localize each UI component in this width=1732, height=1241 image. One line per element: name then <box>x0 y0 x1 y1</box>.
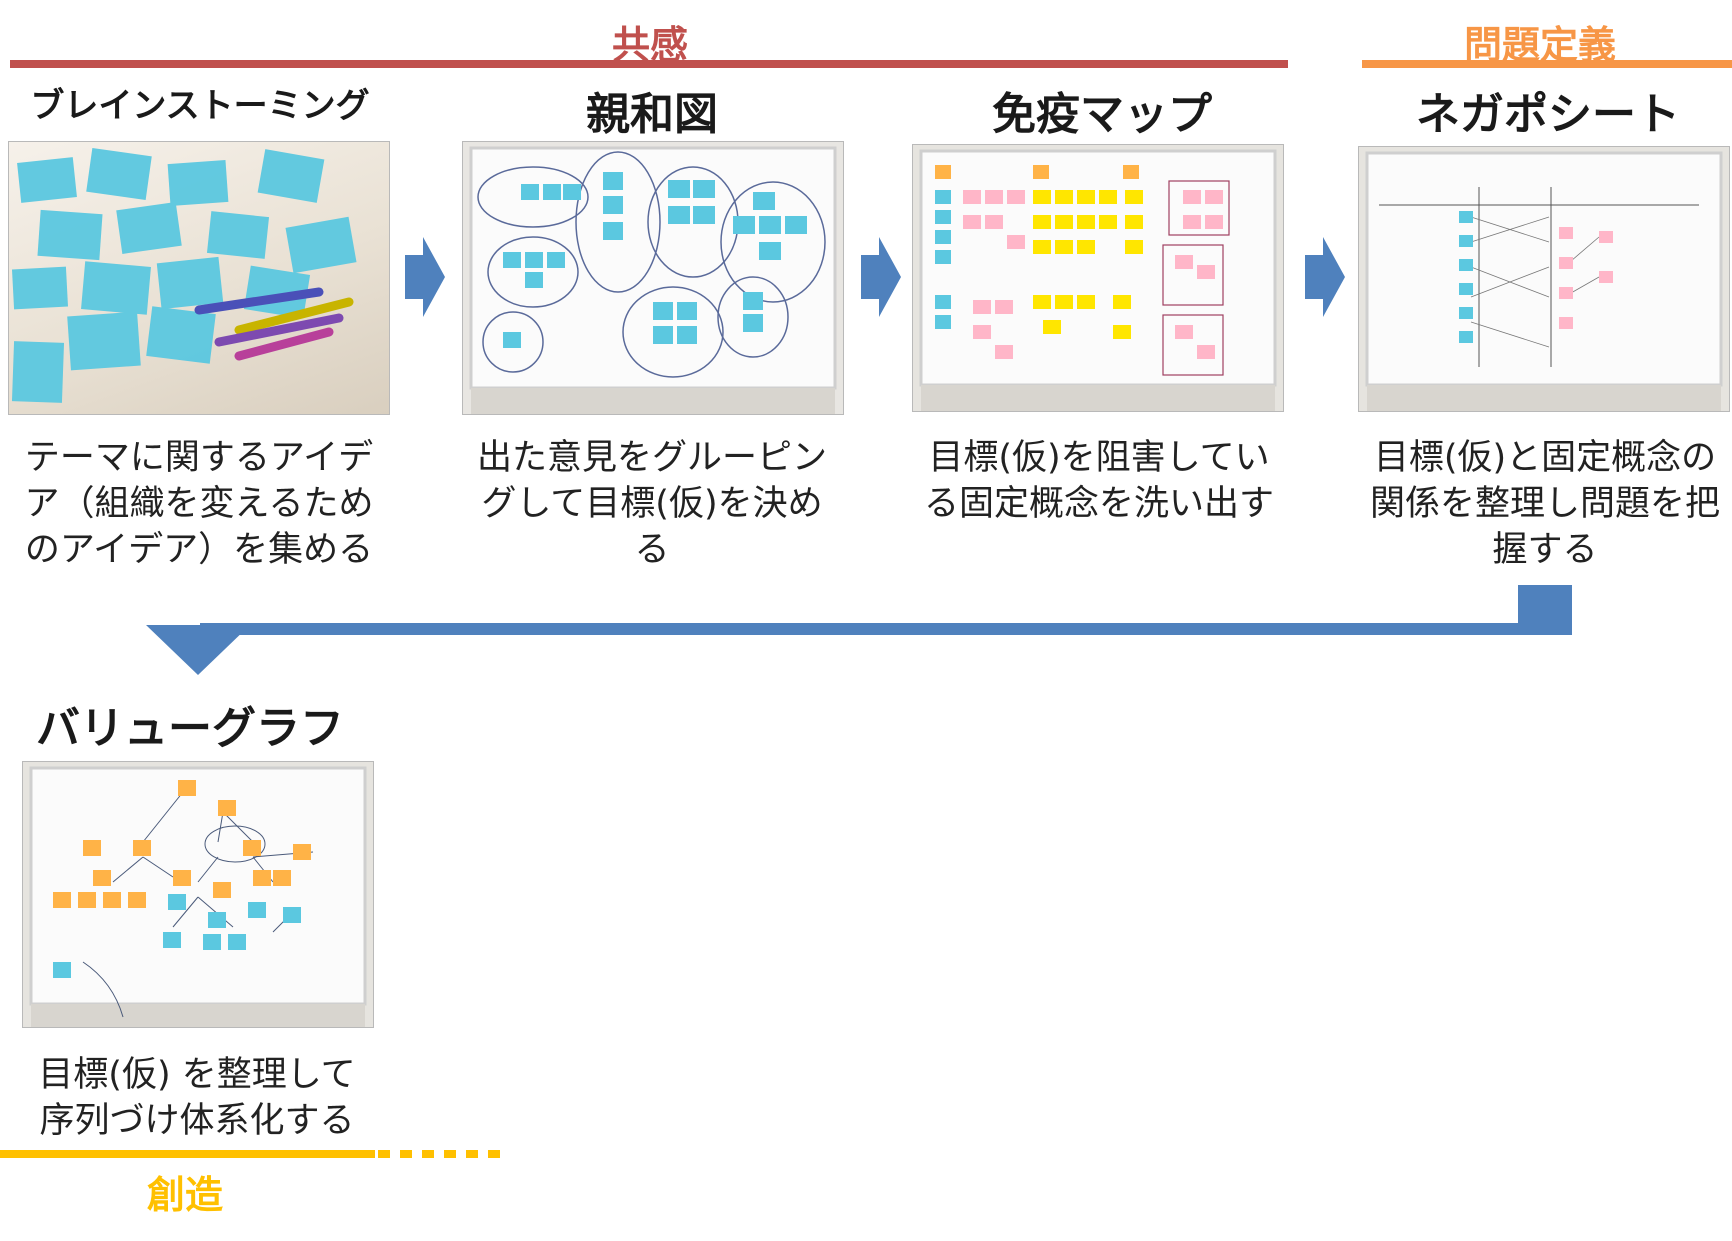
negapo-whiteboard-photo <box>1358 146 1730 412</box>
whiteboard-illustration <box>469 146 837 414</box>
phase-label-creation: 創造 <box>146 1173 223 1217</box>
affinity-whiteboard-photo <box>462 141 844 415</box>
sticky-notes-illustration <box>11 148 357 403</box>
flow-arrow-right-icon <box>405 237 445 317</box>
step-description-negapo-sheet: 目標(仮)と固定概念の関係を整理し問題を把握する <box>1369 438 1720 570</box>
value-graph-whiteboard-photo <box>22 761 374 1028</box>
return-flow-arrow-icon <box>146 585 1572 675</box>
step-description-value-graph: 目標(仮) を整理して序列づけ体系化する <box>38 1055 356 1141</box>
whiteboard-illustration <box>919 149 1277 411</box>
step-title-immunity-map: 免疫マップ <box>992 89 1212 140</box>
phase-bar-creation <box>0 1150 375 1158</box>
flow-arrow-right-icon <box>1305 237 1345 317</box>
whiteboard-illustration <box>29 766 367 1027</box>
phase-label-empathy: 共感 <box>611 23 688 67</box>
phase-label-definition: 問題定義 <box>1463 23 1616 67</box>
step-title-affinity-diagram: 親和図 <box>586 89 718 140</box>
step-description-affinity-diagram: 出た意見をグルーピングして目標(仮)を決める <box>476 438 827 570</box>
sticky-notes-table-photo <box>8 141 390 415</box>
phase-bar-empathy <box>10 60 1288 68</box>
immunity-map-whiteboard-photo <box>912 144 1284 412</box>
phase-bar-creation-continuation <box>378 1150 510 1158</box>
step-title-value-graph: バリューグラフ <box>36 703 344 754</box>
whiteboard-illustration <box>1365 151 1723 411</box>
step-title-brainstorming: ブレインストーミング <box>30 86 370 126</box>
step-description-immunity-map: 目標(仮)を阻害している固定概念を洗い出す <box>923 438 1274 524</box>
step-description-brainstorming: テーマに関するアイデア（組織を変えるためのアイデア）を集める <box>24 438 374 570</box>
phase-bar-definition <box>1362 60 1732 68</box>
step-title-negapo-sheet: ネガポシート <box>1416 89 1680 140</box>
flow-arrow-right-icon <box>861 237 901 317</box>
